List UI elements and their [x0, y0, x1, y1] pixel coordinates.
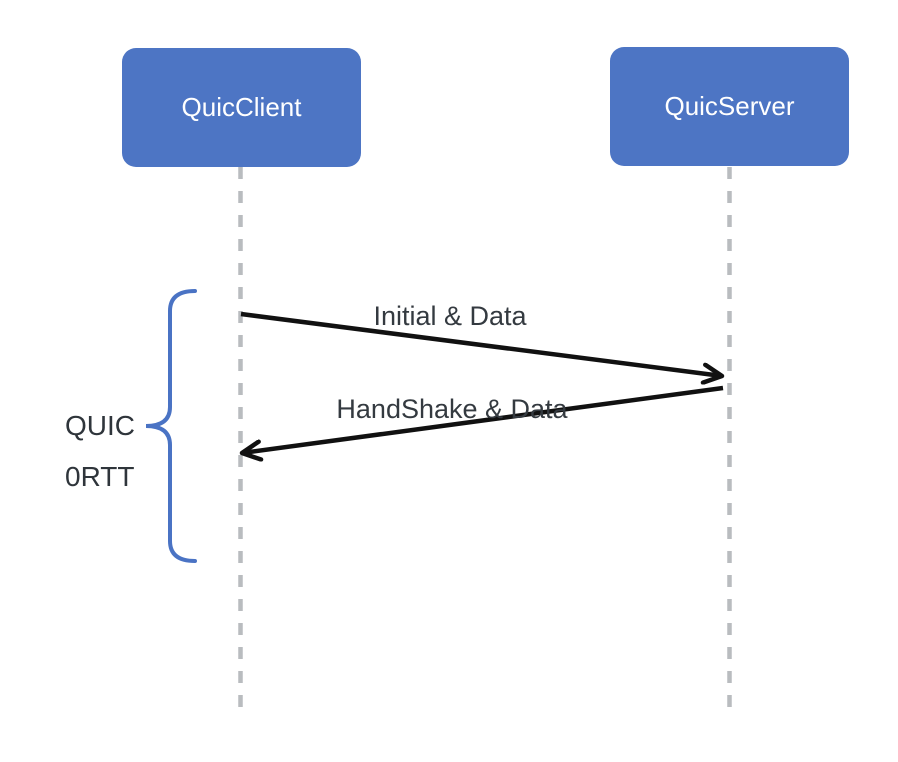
- actor-label-quicserver: QuicServer: [664, 91, 795, 121]
- message-label-initial-data: Initial & Data: [373, 301, 527, 331]
- brace-annotation: QUIC 0RTT: [65, 400, 135, 502]
- brace-annotation-line2: 0RTT: [65, 461, 135, 492]
- curly-brace-icon: [145, 289, 197, 563]
- message-arrow-handshake-data: [242, 385, 724, 453]
- brace-annotation-line1: QUIC: [65, 410, 135, 441]
- actor-box-quicserver: QuicServer: [610, 47, 849, 166]
- message-label-handshake-data: HandShake & Data: [336, 394, 568, 424]
- actor-label-quicclient: QuicClient: [181, 92, 302, 122]
- message-arrow-initial-data: [240, 311, 722, 376]
- actor-box-quicclient: QuicClient: [122, 48, 361, 167]
